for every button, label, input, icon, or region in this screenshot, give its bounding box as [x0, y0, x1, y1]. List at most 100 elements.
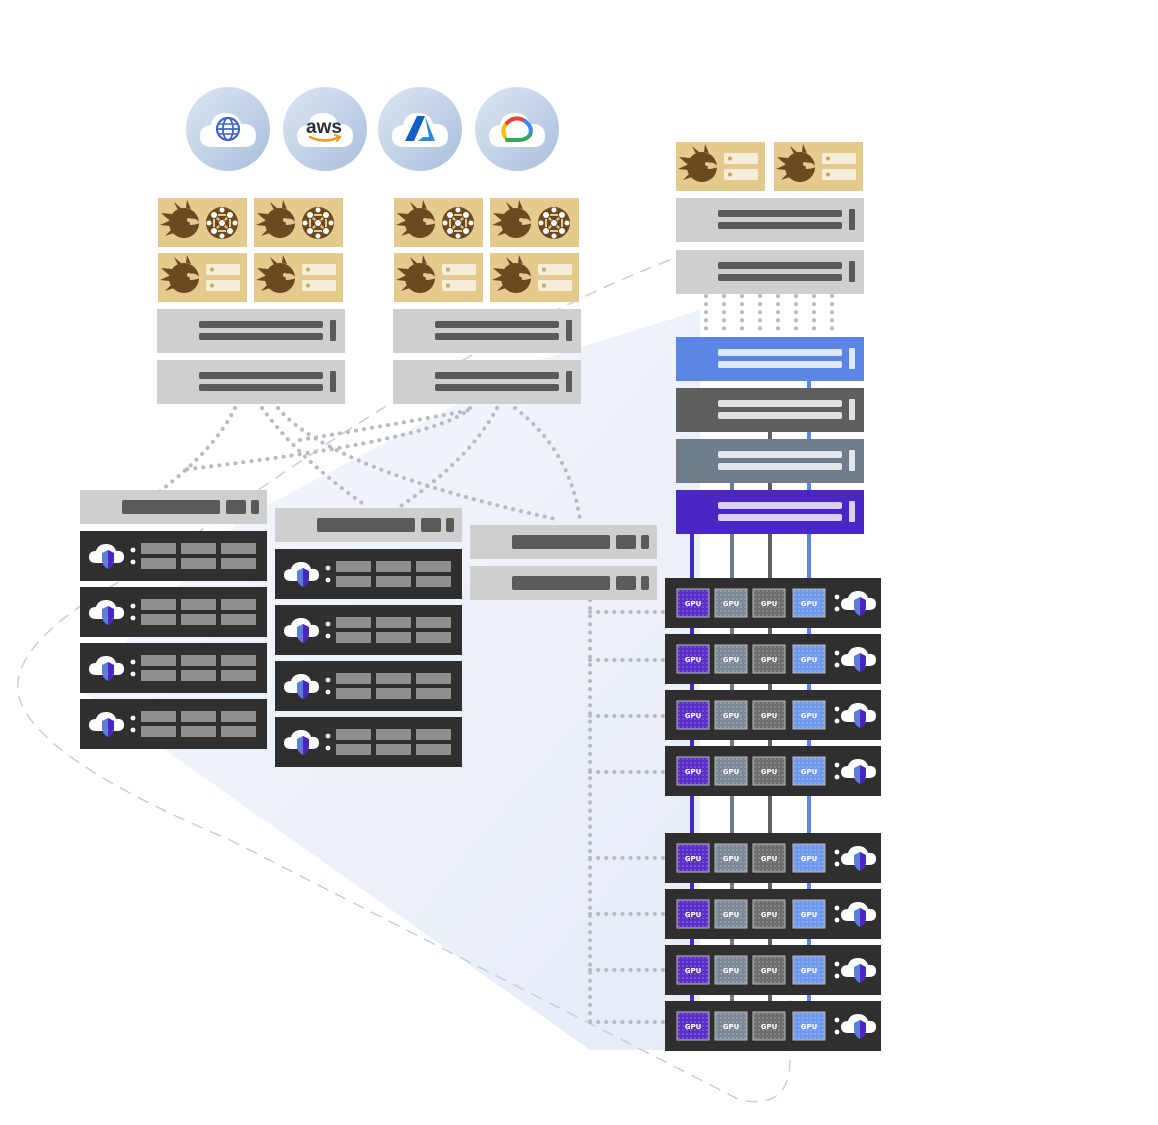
gpu-label: GPU [801, 911, 818, 919]
gpu-label: GPU [801, 712, 818, 720]
gpu-server[interactable]: GPU GPU GPU GPU [665, 945, 881, 995]
storage-server[interactable] [275, 717, 462, 767]
gpu-label: GPU [801, 967, 818, 975]
leaf-switch[interactable] [470, 525, 657, 559]
gpu-label: GPU [761, 768, 778, 776]
gpu-server[interactable]: GPU GPU GPU GPU [665, 833, 881, 883]
core-switch[interactable] [157, 360, 345, 404]
gpu-chip: GPU [676, 955, 710, 985]
gpu-label: GPU [685, 911, 702, 919]
storage-appliance[interactable] [158, 253, 247, 302]
gpu-label: GPU [801, 600, 818, 608]
leaf-switches [80, 490, 657, 600]
storage-appliance[interactable] [676, 142, 765, 191]
gpu-chip: GPU [752, 700, 786, 730]
gpu-label: GPU [801, 656, 818, 664]
spine-switch[interactable] [676, 250, 864, 294]
gpu-label: GPU [761, 911, 778, 919]
gpu-chip: GPU [676, 843, 710, 873]
gpu-label: GPU [801, 855, 818, 863]
mesh-appliance[interactable] [490, 198, 579, 247]
gpu-label: GPU [723, 656, 740, 664]
fabric-switch-blue[interactable] [676, 337, 864, 381]
gpu-label: GPU [723, 768, 740, 776]
gpu-chip: GPU [752, 955, 786, 985]
gpu-chip: GPU [714, 899, 748, 929]
leaf-switch[interactable] [470, 566, 657, 600]
azure-cloud-icon[interactable] [378, 87, 462, 171]
gpu-chip: GPU [792, 756, 826, 786]
gpu-server[interactable]: GPU GPU GPU GPU [665, 746, 881, 796]
globe-cloud-icon[interactable] [186, 87, 270, 171]
gpu-server[interactable]: GPU GPU GPU GPU [665, 690, 881, 740]
gpu-chip: GPU [676, 588, 710, 618]
gpu-label: GPU [685, 967, 702, 975]
gpu-label: GPU [723, 911, 740, 919]
gpu-chip: GPU [752, 588, 786, 618]
aws-cloud-icon[interactable]: aws [283, 87, 367, 171]
gpu-label: GPU [685, 768, 702, 776]
gpu-chip: GPU [714, 843, 748, 873]
gpu-label: GPU [723, 1023, 740, 1031]
storage-rack-middle [275, 549, 462, 767]
gpu-label: GPU [723, 712, 740, 720]
gpu-chip: GPU [792, 1011, 826, 1041]
appliance-cluster-left [157, 198, 345, 404]
storage-server[interactable] [80, 587, 267, 637]
gpu-label: GPU [723, 600, 740, 608]
storage-appliance[interactable] [254, 253, 343, 302]
gpu-label: GPU [761, 967, 778, 975]
gpu-label: GPU [761, 600, 778, 608]
storage-server[interactable] [275, 549, 462, 599]
gpu-chip: GPU [792, 644, 826, 674]
core-switch[interactable] [157, 309, 345, 353]
fabric-switch-dark[interactable] [676, 388, 864, 432]
gpu-chip: GPU [676, 1011, 710, 1041]
fabric-switch-purple[interactable] [676, 490, 864, 534]
gpu-chip: GPU [676, 756, 710, 786]
gpu-label: GPU [761, 712, 778, 720]
appliance-cluster-middle [393, 198, 581, 404]
core-switch[interactable] [393, 360, 581, 404]
gpu-label: GPU [761, 656, 778, 664]
fabric-switch-slate[interactable] [676, 439, 864, 483]
gpu-chip: GPU [752, 1011, 786, 1041]
gpu-chip: GPU [752, 843, 786, 873]
storage-server[interactable] [80, 699, 267, 749]
gpu-server[interactable]: GPU GPU GPU GPU [665, 1001, 881, 1051]
leaf-switch[interactable] [275, 508, 462, 542]
storage-appliance[interactable] [394, 253, 483, 302]
google-cloud-icon[interactable] [475, 87, 559, 171]
storage-server[interactable] [275, 661, 462, 711]
gpu-label: GPU [801, 768, 818, 776]
storage-appliance[interactable] [490, 253, 579, 302]
gpu-label: GPU [801, 1023, 818, 1031]
gpu-chip: GPU [676, 700, 710, 730]
leaf-switch[interactable] [80, 490, 267, 524]
gpu-chip: GPU [792, 899, 826, 929]
storage-rack-left [80, 531, 267, 749]
gpu-server[interactable]: GPU GPU GPU GPU [665, 889, 881, 939]
core-switch[interactable] [393, 309, 581, 353]
storage-server[interactable] [80, 531, 267, 581]
gpu-chip: GPU [752, 899, 786, 929]
spine-switch[interactable] [676, 198, 864, 242]
gpu-chip: GPU [714, 955, 748, 985]
aws-logo-text: aws [306, 117, 342, 138]
mesh-appliance[interactable] [158, 198, 247, 247]
storage-server[interactable] [275, 605, 462, 655]
gpu-label: GPU [761, 855, 778, 863]
storage-appliance[interactable] [774, 142, 863, 191]
mesh-appliance[interactable] [394, 198, 483, 247]
mesh-appliance[interactable] [254, 198, 343, 247]
gpu-label: GPU [685, 712, 702, 720]
gpu-label: GPU [685, 600, 702, 608]
gpu-server[interactable]: GPU GPU GPU GPU [665, 578, 881, 628]
storage-server[interactable] [80, 643, 267, 693]
gpu-label: GPU [685, 855, 702, 863]
